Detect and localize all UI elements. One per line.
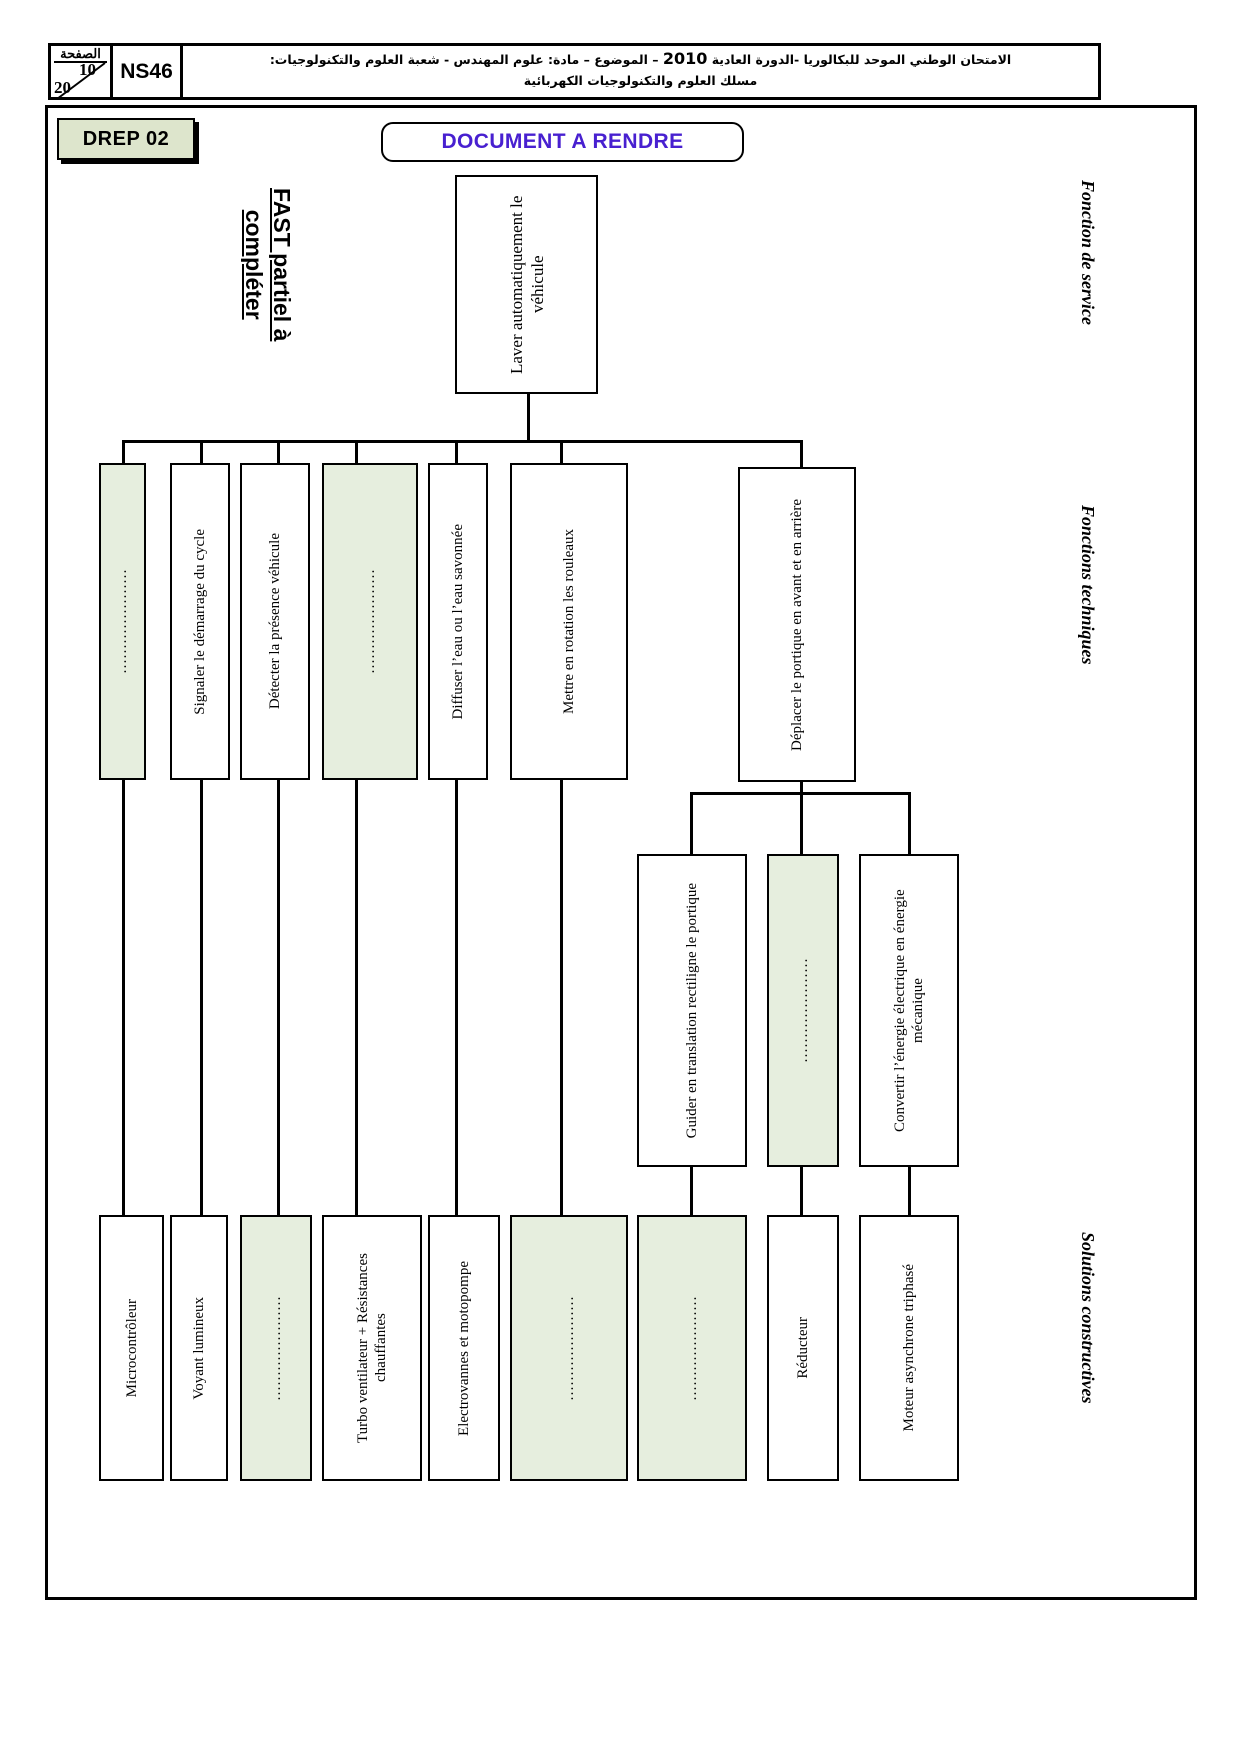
connector-sol-2 — [277, 780, 280, 1215]
solution-label-0: Microcontrôleur — [123, 1298, 140, 1398]
fast-subfunction-box-1[interactable]: ………………… — [767, 854, 839, 1167]
connector-drop-l2-2 — [277, 440, 280, 463]
solution-label-3: Turbo ventilateur + Résistances chauffan… — [355, 1253, 389, 1443]
exam-arabic-title-cell: الامتحان الوطني الموحد للبكالوريا -الدور… — [183, 46, 1098, 97]
connector-level2-bus — [122, 440, 802, 443]
fast-function-label-6: Déplacer le portique en avant et en arri… — [789, 498, 805, 751]
connector-drop-l2-1 — [200, 440, 203, 463]
fast-root-box[interactable]: Laver automatiquement le véhicule — [455, 175, 598, 394]
exam-arabic-title-line2: مسلك العلوم والتكنولوجيات الكهربائية — [523, 73, 758, 88]
fast-function-box-0[interactable]: ………………… — [99, 463, 146, 780]
fast-subfunction-box-0[interactable]: Guider en translation rectiligne le port… — [637, 854, 747, 1167]
solution-box-1[interactable]: Voyant lumineux — [170, 1215, 228, 1481]
fast-subfunction-label-1: ………………… — [794, 958, 811, 1063]
connector-sol-3 — [355, 780, 358, 1215]
connector-sol-8 — [908, 1167, 911, 1215]
fast-subfunction-label-0: Guider en translation rectiligne le port… — [684, 882, 700, 1139]
fast-function-box-2[interactable]: Détecter la présence véhicule — [240, 463, 310, 780]
fast-caption-line1: FAST partiel à — [269, 188, 295, 342]
solution-label-2: ………………… — [267, 1295, 284, 1401]
fast-subfunction-label-2: Convertir l’énergie électrique en énergi… — [892, 889, 926, 1132]
connector-sol-4 — [455, 780, 458, 1215]
connector-drop-l3-2 — [908, 792, 911, 854]
arabic-title-part-b: – الموضوع – مادة: علوم المهندس - شعبة ال… — [269, 52, 663, 67]
solution-box-2[interactable]: ………………… — [240, 1215, 312, 1481]
band-label-solutions-constructives: Solutions constructives — [1078, 1232, 1098, 1404]
solution-label-4: Electrovannes et motopompe — [456, 1260, 472, 1436]
solution-box-5[interactable]: ………………… — [510, 1215, 628, 1481]
connector-drop-l2-5 — [560, 440, 563, 463]
solution-label-1: Voyant lumineux — [191, 1296, 207, 1400]
fast-function-label-5: Mettre en rotation les rouleaux — [561, 529, 577, 714]
fast-function-box-3[interactable]: ………………… — [322, 463, 418, 780]
connector-sol-6 — [690, 1167, 693, 1215]
exam-code: NS46 — [120, 59, 173, 83]
solution-box-8[interactable]: Moteur asynchrone triphasé — [859, 1215, 959, 1481]
fast-function-label-4: Diffuser l’eau ou l’eau savonnée — [450, 523, 466, 720]
drep-badge-box: DREP 02 — [57, 118, 195, 160]
arabic-title-part-a: الامتحان الوطني الموحد للبكالوريا -الدور… — [707, 52, 1012, 67]
arabic-title-year: 2010 — [662, 49, 708, 68]
solution-label-7: Réducteur — [795, 1317, 811, 1379]
page-total: 20 — [54, 78, 71, 97]
document-title-label: DOCUMENT A RENDRE — [441, 130, 684, 153]
connector-drop-l2-0 — [122, 440, 125, 463]
exam-arabic-title-line1: الامتحان الوطني الموحد للبكالوريا -الدور… — [191, 48, 1090, 70]
exam-header-table: الصفحة 10 20 NS46 الامتحان الوطني الموحد… — [48, 43, 1101, 100]
page-number-cell: الصفحة 10 20 — [51, 46, 113, 100]
fast-caption-line2: compléter — [241, 209, 267, 320]
document-title-pill: DOCUMENT A RENDRE — [381, 122, 744, 162]
solution-box-6[interactable]: ………………… — [637, 1215, 747, 1481]
fast-function-label-2: Détecter la présence véhicule — [267, 533, 283, 710]
exam-code-cell: NS46 — [113, 46, 183, 97]
drep-badge-label: DREP 02 — [82, 127, 170, 150]
fast-subfunction-box-2[interactable]: Convertir l’énergie électrique en énergi… — [859, 854, 959, 1167]
solution-box-4[interactable]: Electrovannes et motopompe — [428, 1215, 500, 1481]
band-label-fonctions-techniques: Fonctions techniques — [1078, 505, 1098, 665]
connector-sol-0 — [122, 780, 125, 1215]
fast-function-box-6[interactable]: Déplacer le portique en avant et en arri… — [738, 467, 856, 782]
connector-sol-7 — [800, 1167, 803, 1215]
drep-badge: DREP 02 — [57, 118, 199, 164]
fast-function-label-3: ………………… — [361, 569, 378, 674]
fast-function-box-1[interactable]: Signaler le démarrage du cycle — [170, 463, 230, 780]
page-label: الصفحة — [54, 47, 107, 63]
solution-box-0[interactable]: Microcontrôleur — [99, 1215, 164, 1481]
solution-label-5: ………………… — [560, 1295, 577, 1401]
solution-label-6: ………………… — [683, 1295, 700, 1401]
solution-box-3[interactable]: Turbo ventilateur + Résistances chauffan… — [322, 1215, 422, 1481]
connector-root-stem — [527, 394, 530, 440]
fast-function-label-1: Signaler le démarrage du cycle — [192, 528, 208, 715]
fast-function-box-4[interactable]: Diffuser l’eau ou l’eau savonnée — [428, 463, 488, 780]
fast-caption: FAST partiel à compléter — [240, 188, 296, 341]
page-current: 10 — [79, 60, 96, 79]
connector-drop-l2-6 — [800, 440, 803, 467]
connector-drop-l3-1 — [800, 792, 803, 854]
connector-drop-l2-4 — [455, 440, 458, 463]
solution-box-7[interactable]: Réducteur — [767, 1215, 839, 1481]
fast-root-label: Laver automatiquement le véhicule — [506, 195, 547, 374]
fast-function-label-0: ………………… — [114, 569, 130, 674]
fraction-slash-icon — [56, 62, 106, 100]
connector-drop-l2-3 — [355, 440, 358, 463]
document-frame — [45, 105, 1197, 1600]
band-label-fonction-de-service: Fonction de service — [1078, 180, 1098, 325]
fast-function-box-5[interactable]: Mettre en rotation les rouleaux — [510, 463, 628, 780]
connector-drop-l3-0 — [690, 792, 693, 854]
solution-label-8: Moteur asynchrone triphasé — [901, 1264, 917, 1432]
connector-sol-1 — [200, 780, 203, 1215]
connector-sol-5 — [560, 780, 563, 1215]
